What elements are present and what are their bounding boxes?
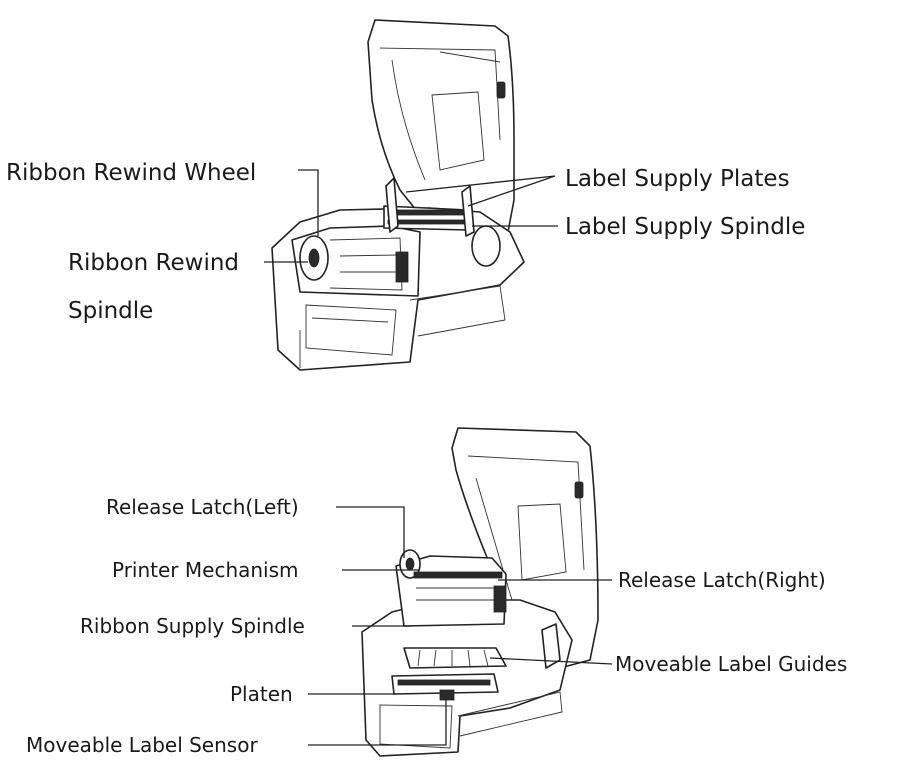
leader-label-supply-plates-b <box>467 175 556 207</box>
label-release-latch-right: Release Latch(Right) <box>618 568 826 592</box>
callout-labels: Ribbon Rewind Wheel Ribbon Rewind Spindl… <box>6 160 847 757</box>
label-ribbon-rewind-wheel: Ribbon Rewind Wheel <box>6 160 256 186</box>
label-moveable-label-sensor: Moveable Label Sensor <box>26 733 258 757</box>
printer-top-illustration <box>271 19 525 371</box>
bottom-printer-lid <box>451 427 599 669</box>
label-release-latch-left: Release Latch(Left) <box>106 495 299 519</box>
label-label-supply-plates: Label Supply Plates <box>565 166 790 192</box>
leader-release-latch-left <box>336 506 405 558</box>
leader-label-supply-plates-a <box>405 175 556 193</box>
label-moveable-label-guides: Moveable Label Guides <box>615 652 847 676</box>
label-platen: Platen <box>230 682 293 706</box>
leader-moveable-label-guides <box>489 657 613 665</box>
label-ribbon-rewind-spindle-line2: Spindle <box>68 298 153 324</box>
top-printer-lid <box>367 19 515 237</box>
leader-ribbon-rewind-wheel <box>298 169 319 236</box>
printer-bottom-illustration <box>361 427 599 757</box>
label-ribbon-supply-spindle: Ribbon Supply Spindle <box>80 614 305 638</box>
label-label-supply-spindle: Label Supply Spindle <box>565 214 805 240</box>
leader-moveable-label-sensor <box>308 700 447 746</box>
leader-lines <box>264 169 613 746</box>
label-ribbon-rewind-spindle-line1: Ribbon Rewind <box>68 250 239 276</box>
label-printer-mechanism: Printer Mechanism <box>112 558 299 582</box>
